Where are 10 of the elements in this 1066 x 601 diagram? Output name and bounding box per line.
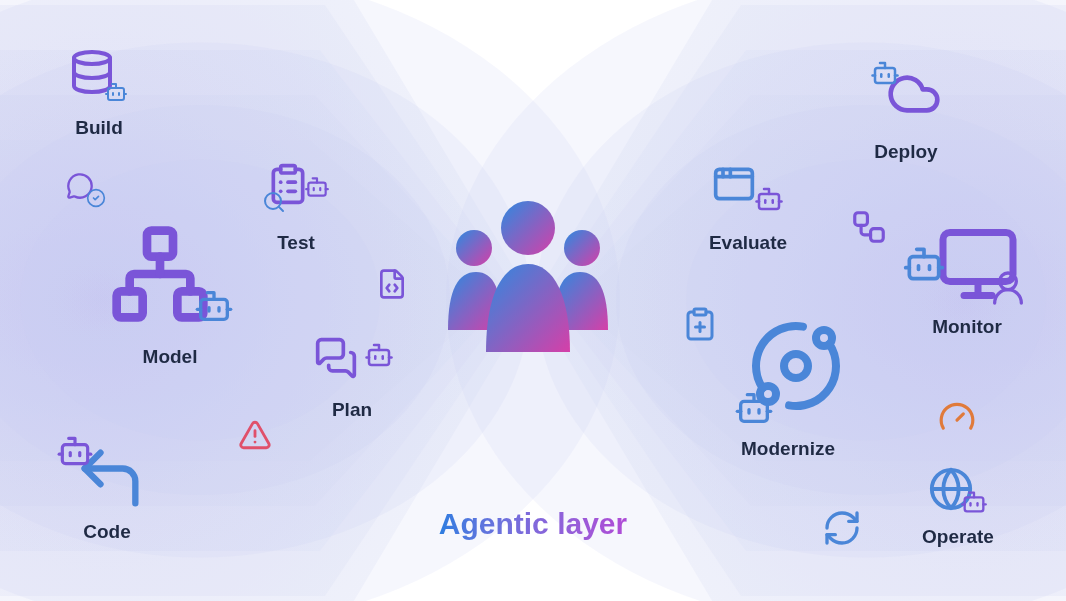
stage-label: Build xyxy=(75,116,123,140)
stage-label: Deploy xyxy=(874,140,938,164)
stage-label: Monitor xyxy=(932,315,1002,339)
stage-label: Modernize xyxy=(741,437,835,461)
stage-label: Plan xyxy=(331,398,373,422)
stage-label: Test xyxy=(277,231,315,255)
stage-label: Operate xyxy=(922,525,994,549)
stage-label: Code xyxy=(83,520,131,544)
stage-label: Evaluate xyxy=(708,231,788,255)
stage-label: Model xyxy=(142,345,198,369)
